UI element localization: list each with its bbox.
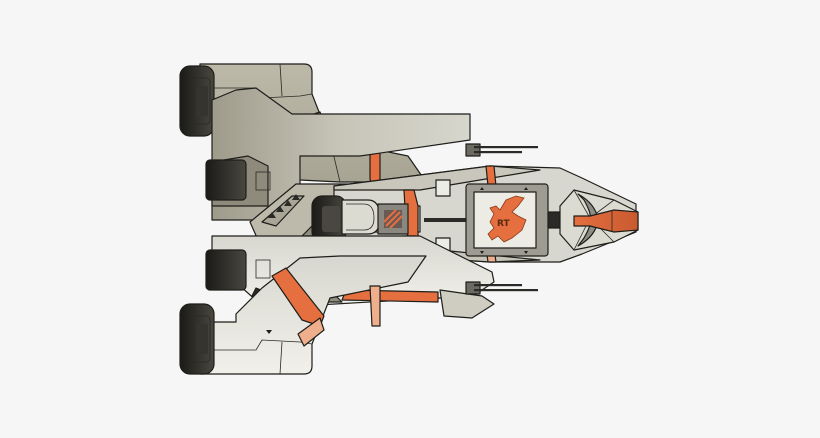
engine-bottom-outer[interactable] bbox=[179, 303, 215, 375]
stripe-light bbox=[297, 317, 325, 347]
twin-cannon-top[interactable] bbox=[465, 143, 538, 157]
svg-text:RT: RT bbox=[497, 219, 511, 229]
emblem-plate[interactable]: RT bbox=[465, 183, 549, 257]
stripe bbox=[271, 267, 325, 327]
engine-top-outer[interactable] bbox=[179, 65, 215, 137]
engine-top-inner[interactable] bbox=[205, 155, 271, 207]
reactor-module[interactable] bbox=[377, 203, 409, 235]
stripe bbox=[341, 289, 439, 303]
canopy-frame bbox=[577, 193, 599, 247]
engine-bottom-inner[interactable] bbox=[205, 249, 271, 291]
engine-center[interactable] bbox=[311, 195, 381, 243]
twin-cannon-bottom[interactable] bbox=[465, 281, 538, 295]
nose-cone bbox=[559, 189, 639, 251]
stripe bbox=[485, 165, 497, 187]
wing-bottom-outer bbox=[199, 255, 427, 375]
stripe-light bbox=[369, 285, 381, 327]
eagle-crest-icon: RT bbox=[487, 195, 527, 243]
vent-grille bbox=[268, 194, 300, 218]
